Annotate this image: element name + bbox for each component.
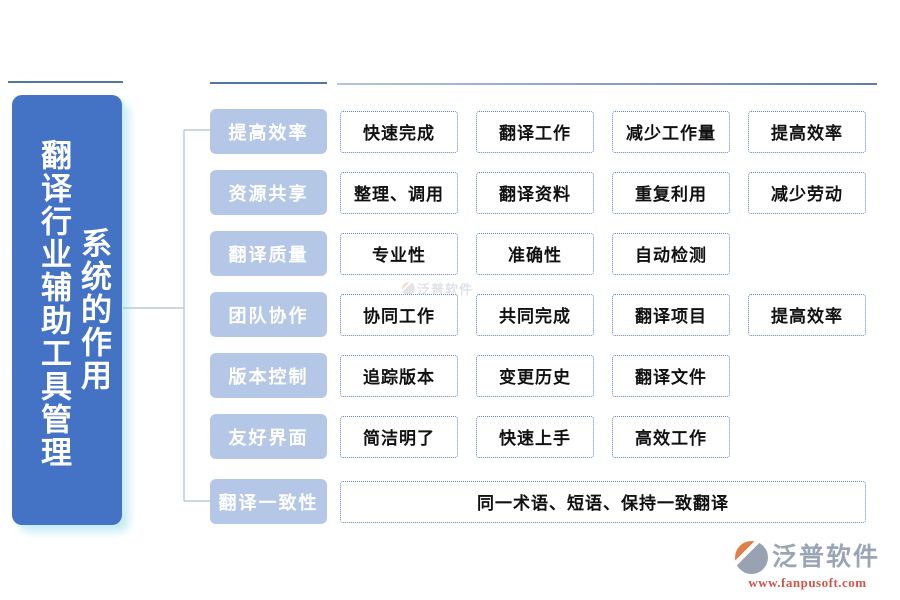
row-label: 资源共享 <box>210 170 327 215</box>
feature-item: 提高效率 <box>748 293 866 336</box>
feature-row-friendly-ui: 友好界面 简洁明了 快速上手 高效工作 <box>210 414 730 459</box>
fanpu-logo-icon <box>734 541 768 574</box>
feature-item: 翻译项目 <box>612 293 730 336</box>
brand-url: www.fanpusoft.com <box>748 575 867 590</box>
feature-item: 准确性 <box>476 232 594 275</box>
feature-item: 追踪版本 <box>340 354 458 397</box>
root-title-line2: 系统的作用 <box>76 227 111 392</box>
brand-logo: 泛普软件 www.fanpusoft.com <box>734 541 880 591</box>
feature-item: 协同工作 <box>340 293 458 336</box>
feature-item: 重复利用 <box>612 171 730 214</box>
feature-row-quality: 翻译质量 专业性 准确性 自动检测 <box>210 231 730 276</box>
watermark: 泛普软件 <box>402 279 473 298</box>
feature-row-consistency: 翻译一致性 同一术语、短语、保持一致翻译 <box>210 479 866 524</box>
top-rule-middle <box>210 82 327 84</box>
top-rule-left <box>8 81 123 83</box>
feature-item: 变更历史 <box>476 354 594 397</box>
feature-item: 快速上手 <box>476 415 594 458</box>
feature-item: 同一术语、短语、保持一致翻译 <box>340 480 866 523</box>
feature-item: 减少劳动 <box>748 171 866 214</box>
watermark-text: 泛普软件 <box>417 282 474 297</box>
feature-item: 共同完成 <box>476 293 594 336</box>
feature-item: 翻译资料 <box>476 171 594 214</box>
feature-item: 翻译工作 <box>476 110 594 153</box>
feature-row-version-control: 版本控制 追踪版本 变更历史 翻译文件 <box>210 353 730 398</box>
feature-item: 自动检测 <box>612 232 730 275</box>
feature-item: 专业性 <box>340 232 458 275</box>
root-title-line1: 翻译行业辅助工具管理 <box>36 139 71 469</box>
brand-name: 泛普软件 <box>771 543 880 571</box>
feature-item: 快速完成 <box>340 110 458 153</box>
row-label: 友好界面 <box>210 414 327 459</box>
feature-row-resource-sharing: 资源共享 整理、调用 翻译资料 重复利用 减少劳动 <box>210 170 866 215</box>
feature-row-efficiency: 提高效率 快速完成 翻译工作 减少工作量 提高效率 <box>210 109 866 154</box>
row-label: 翻译质量 <box>210 231 327 276</box>
row-label: 翻译一致性 <box>210 479 327 524</box>
root-title-box: 翻译行业辅助工具管理 系统的作用 <box>12 95 122 525</box>
feature-item: 翻译文件 <box>612 354 730 397</box>
feature-item: 提高效率 <box>748 110 866 153</box>
feature-item: 简洁明了 <box>340 415 458 458</box>
feature-item: 高效工作 <box>612 415 730 458</box>
feature-row-teamwork: 团队协作 协同工作 共同完成 翻译项目 提高效率 <box>210 292 866 337</box>
feature-item: 减少工作量 <box>612 110 730 153</box>
row-label: 提高效率 <box>210 109 327 154</box>
feature-item: 整理、调用 <box>340 171 458 214</box>
row-label: 版本控制 <box>210 353 327 398</box>
top-rule-right <box>337 83 877 85</box>
row-label: 团队协作 <box>210 292 327 337</box>
fanpu-logo-icon <box>402 282 415 295</box>
